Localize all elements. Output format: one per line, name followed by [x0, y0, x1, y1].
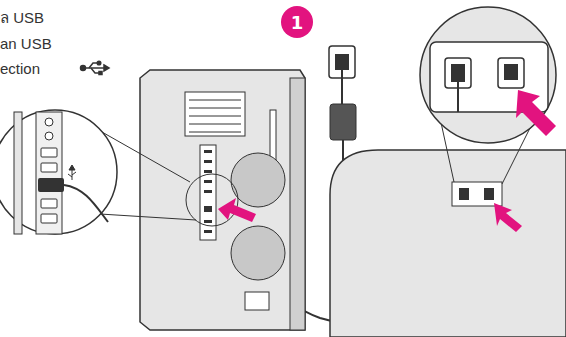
power-cord	[341, 70, 343, 104]
tower-foot-port	[245, 292, 269, 310]
grille-slot	[189, 108, 241, 109]
grille-slot	[189, 116, 241, 117]
port-dots	[204, 150, 212, 233]
usb-symbol-line	[84, 67, 104, 69]
grille-slot	[189, 100, 241, 101]
port	[41, 214, 57, 223]
computer-tower	[140, 70, 305, 330]
plug-cable	[64, 185, 108, 222]
port	[204, 180, 212, 183]
zoom-panel	[36, 112, 62, 234]
usb-symbol-branch	[72, 172, 76, 175]
printer-body	[330, 150, 566, 337]
leader-line	[100, 214, 196, 220]
tower-fan	[231, 153, 285, 207]
port	[41, 148, 57, 157]
usb-symbol-branch	[68, 174, 72, 177]
printer-port-zoom	[420, 7, 556, 143]
insert-arrow	[218, 198, 256, 222]
usb-symbol-dot	[81, 66, 86, 71]
usb-symbol-arrow	[69, 165, 75, 170]
usb-port	[498, 58, 524, 88]
power-port	[459, 188, 469, 200]
instruction-text: ล USB	[0, 9, 44, 27]
tower-body	[140, 70, 305, 330]
tower-fan	[231, 226, 285, 280]
port	[204, 170, 212, 173]
usb-symbol-branch	[91, 68, 99, 73]
port	[204, 220, 212, 223]
wall-plug	[335, 54, 349, 70]
audio-port	[45, 118, 53, 126]
port	[41, 199, 57, 208]
usb-socket	[504, 64, 518, 80]
zoom-edge	[14, 112, 22, 234]
printer-port-panel	[452, 182, 502, 206]
grille-slots	[189, 100, 241, 132]
port	[204, 150, 212, 153]
port	[204, 190, 212, 193]
zoom-circle	[420, 7, 556, 143]
usb-symbol-arrow	[104, 65, 109, 71]
power-plug	[451, 64, 465, 82]
usb-symbol-dot	[97, 61, 101, 65]
grille-slot	[189, 124, 241, 125]
power-brick	[330, 104, 356, 140]
highlight-circle	[186, 174, 238, 226]
power-cord	[457, 82, 459, 112]
instruction-text: ection	[0, 60, 40, 78]
usb-symbol-square	[99, 72, 102, 75]
audio-port	[45, 132, 53, 140]
usb-symbol	[68, 165, 76, 180]
usb-plug	[38, 178, 64, 192]
callout-text: 1	[291, 12, 304, 33]
tower-side	[290, 78, 305, 330]
port-zoom	[0, 110, 117, 234]
usb-port	[484, 188, 494, 200]
instruction-text: an USB	[0, 35, 52, 53]
tower-grille	[185, 92, 245, 136]
usb-port	[204, 206, 212, 212]
usb-symbol	[81, 61, 110, 74]
insert-arrow	[516, 90, 556, 136]
callout-number: 1	[281, 6, 313, 38]
port	[204, 160, 212, 163]
port	[204, 230, 212, 233]
port	[41, 163, 57, 172]
printer	[330, 150, 566, 337]
zoom-circle	[0, 110, 117, 234]
insert-arrow	[494, 203, 522, 232]
grille-slot	[189, 132, 241, 133]
